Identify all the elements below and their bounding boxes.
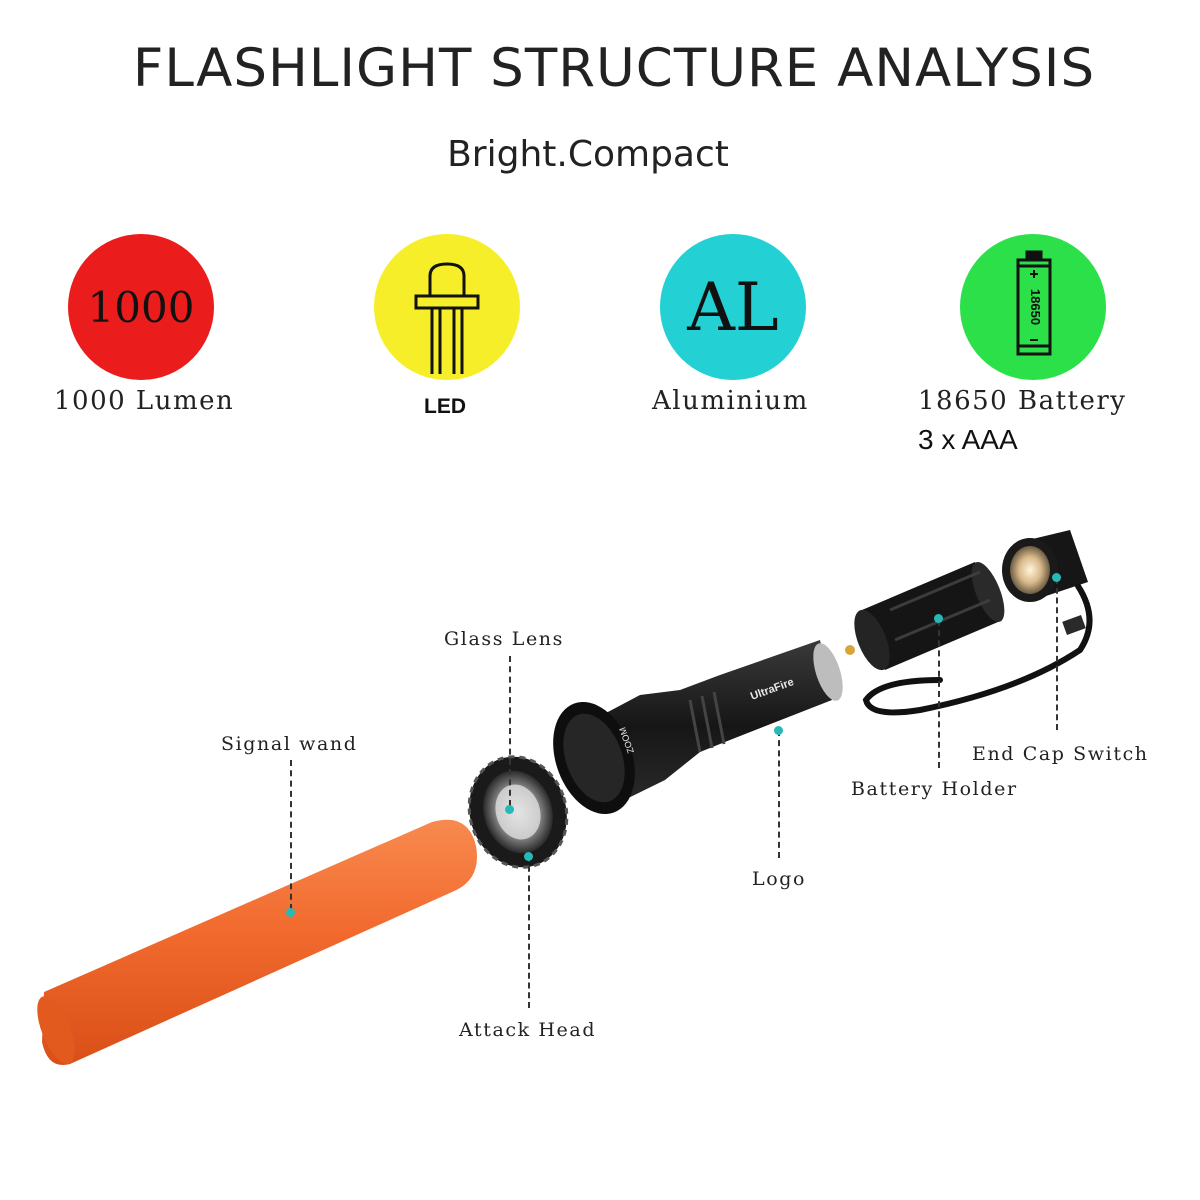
end-cap xyxy=(862,530,1093,716)
logo-dot xyxy=(774,726,783,735)
battery-caption: 18650 Battery xyxy=(918,386,1127,416)
glass-lens-dot xyxy=(505,805,514,814)
attack-head-label: Attack Head xyxy=(459,1019,597,1041)
battery-holder-dot xyxy=(934,614,943,623)
lumen-badge: 1000 xyxy=(68,234,214,380)
signal-wand-pointer xyxy=(290,760,292,910)
end-cap-dot xyxy=(1052,573,1061,582)
battery-holder-pointer xyxy=(938,620,940,768)
battery-holder xyxy=(845,561,1005,671)
aluminium-badge-text: AL xyxy=(687,268,779,346)
glass-lens-label: Glass Lens xyxy=(444,628,564,650)
attack-head-dot xyxy=(524,852,533,861)
end-cap-pointer xyxy=(1056,578,1058,730)
led-icon xyxy=(414,262,480,374)
battery-holder-label: Battery Holder xyxy=(851,778,1018,800)
logo-pointer xyxy=(778,730,780,858)
signal-wand-label: Signal wand xyxy=(221,733,358,755)
led-badge xyxy=(374,234,520,380)
lumen-caption: 1000 Lumen xyxy=(54,386,235,416)
signal-wand-dot xyxy=(286,908,295,917)
page-subtitle: Bright.Compact xyxy=(447,134,729,175)
glass-lens-pointer xyxy=(509,656,511,806)
aluminium-caption: Aluminium xyxy=(652,386,809,416)
attack-head-pointer xyxy=(528,856,530,1008)
led-caption: LED xyxy=(424,395,466,418)
signal-wand xyxy=(37,819,477,1066)
page-title: FLASHLIGHT STRUCTURE ANALYSIS xyxy=(132,38,1096,99)
battery-caption-alt: 3 x AAA xyxy=(918,424,1018,455)
end-cap-switch-label: End Cap Switch xyxy=(972,743,1149,765)
battery-badge: 18650 xyxy=(960,234,1106,380)
battery-icon xyxy=(1016,250,1052,356)
flashlight-illustration: UltraFire ZOOM xyxy=(37,530,1093,1066)
attack-head xyxy=(467,755,569,869)
logo-label: Logo xyxy=(752,868,807,890)
battery-model-text: 18650 xyxy=(1028,288,1043,326)
aluminium-badge: AL xyxy=(660,234,806,380)
lumen-badge-text: 1000 xyxy=(87,282,195,332)
flashlight-body: UltraFire ZOOM xyxy=(553,640,843,815)
